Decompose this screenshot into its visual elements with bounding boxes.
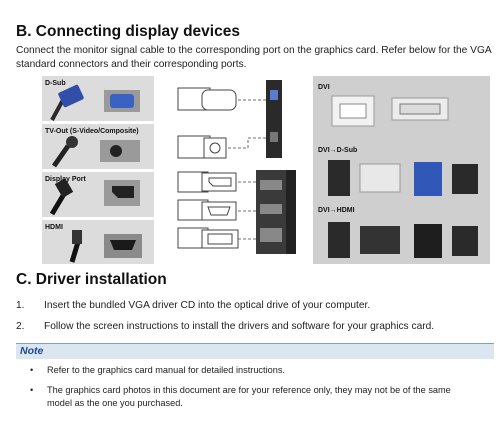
dvi-cable-image bbox=[331, 95, 449, 127]
step-number: 1. bbox=[16, 300, 25, 311]
label-dvi-hdmi: DVI→HDMI bbox=[318, 207, 355, 214]
note-header: Note bbox=[16, 343, 494, 359]
graphics-card-image-bottom bbox=[256, 170, 296, 254]
section-b-title: B. Connecting display devices bbox=[16, 23, 240, 40]
intro-text: Connect the monitor signal cable to the … bbox=[16, 45, 492, 70]
graphics-card-image-top bbox=[266, 80, 282, 158]
port-icons-hdmi bbox=[177, 199, 237, 221]
step-number: 2. bbox=[16, 321, 25, 332]
displayport-cable-image bbox=[49, 178, 140, 216]
dvi-hdmi-adapter-image bbox=[328, 222, 478, 258]
hdmi-cable-image bbox=[69, 230, 142, 263]
bullet-dot: • bbox=[30, 365, 34, 375]
port-icons-displayport bbox=[177, 171, 237, 193]
label-hdmi: HDMI bbox=[45, 224, 63, 231]
bullet-text: Refer to the graphics card manual for de… bbox=[47, 365, 285, 375]
label-tvout: TV-Out (S-Video/Composite) bbox=[45, 128, 139, 135]
note-label: Note bbox=[20, 345, 44, 357]
label-dvi: DVI bbox=[318, 84, 330, 91]
port-icons-vga bbox=[177, 87, 237, 111]
label-dsub: D-Sub bbox=[45, 80, 66, 87]
label-dvi-dsub: DVI→D-Sub bbox=[318, 147, 357, 154]
connector-diagram: D-Sub TV-Out (S-Video/Composite) Display… bbox=[42, 76, 490, 264]
bullet-dot: • bbox=[30, 385, 34, 395]
tvout-cable-image bbox=[51, 136, 140, 168]
step-text: Follow the screen instructions to instal… bbox=[44, 321, 435, 332]
section-c-title: C. Driver installation bbox=[16, 271, 167, 288]
bullet-text: The graphics card photos in this documen… bbox=[47, 385, 451, 408]
step-text: Insert the bundled VGA driver CD into th… bbox=[44, 300, 371, 311]
connector-lines bbox=[228, 99, 268, 240]
dvi-dsub-adapter-image bbox=[328, 160, 478, 196]
port-icons-dvi bbox=[177, 227, 239, 249]
dsub-cable-image bbox=[50, 84, 140, 121]
port-icons-svideo bbox=[177, 135, 227, 159]
